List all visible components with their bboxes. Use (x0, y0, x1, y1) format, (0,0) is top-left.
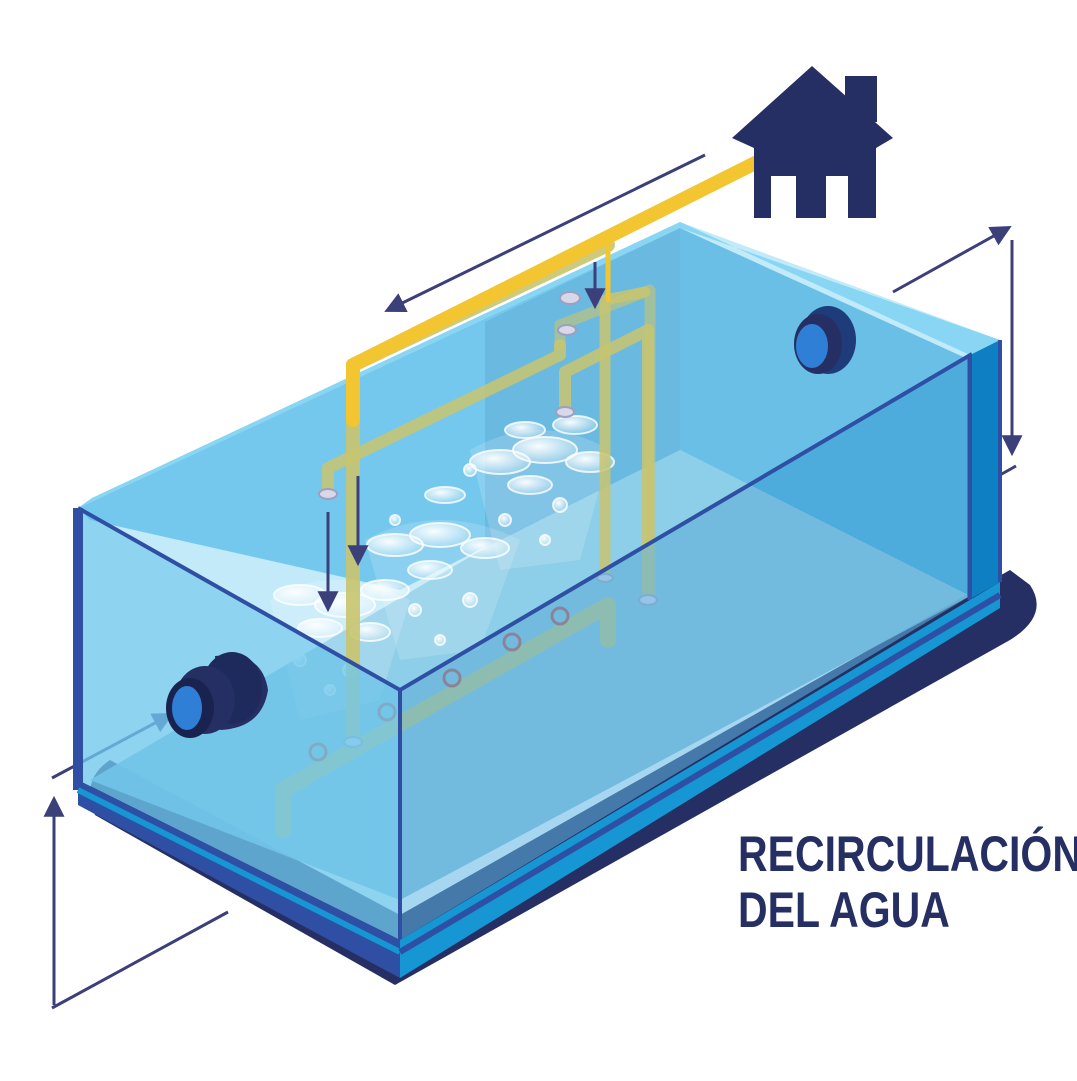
arrow-bottom-diagonal (51, 910, 229, 1010)
internal-flow-arrows (317, 262, 606, 613)
supply-pipe (346, 131, 812, 427)
house-icon (732, 66, 893, 218)
arrow-right-up (892, 225, 1012, 294)
caption-line-2: DEL AGUA (738, 882, 950, 938)
caption-line-1: RECIRCULACIÓN (738, 826, 1077, 882)
arrow-right-short (999, 464, 1017, 477)
diagram-caption: RECIRCULACIÓN DEL AGUA (738, 826, 1077, 938)
inlet-pipe-coupling-icon (166, 652, 268, 738)
arrow-top-left (384, 153, 706, 313)
outlet-pipe-coupling-icon (794, 306, 856, 374)
